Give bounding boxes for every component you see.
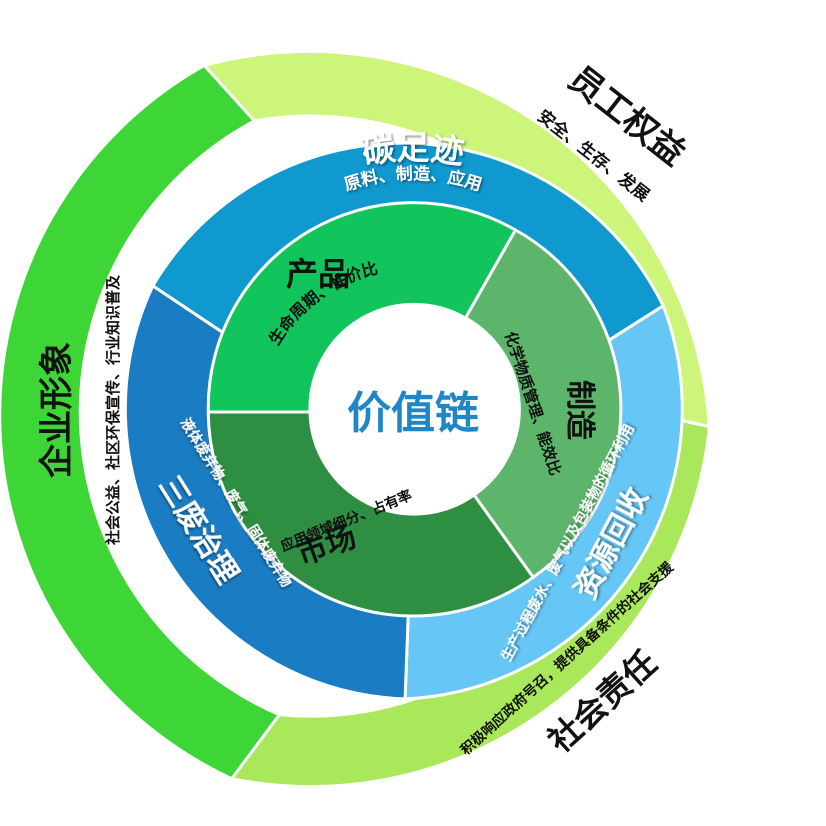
product-segment[interactable] bbox=[206, 201, 518, 414]
corporate-image-title: 企业形象 bbox=[37, 342, 77, 478]
corporate-image-segment[interactable] bbox=[0, 63, 282, 781]
market-segment[interactable] bbox=[206, 410, 536, 618]
manufacturing-segment[interactable] bbox=[463, 227, 623, 580]
center-circle[interactable] bbox=[313, 312, 513, 512]
product-title: 产品 bbox=[286, 255, 350, 293]
inner-ring bbox=[206, 201, 623, 618]
center-title: 价值链 bbox=[347, 388, 479, 439]
corporate-image-subtitle: 社会公益、社区环保宣传、行业知识普及 bbox=[104, 274, 122, 546]
manufacturing-title: 制造 bbox=[562, 380, 597, 440]
carbon-footprint-title: 碳足迹 bbox=[359, 128, 466, 171]
